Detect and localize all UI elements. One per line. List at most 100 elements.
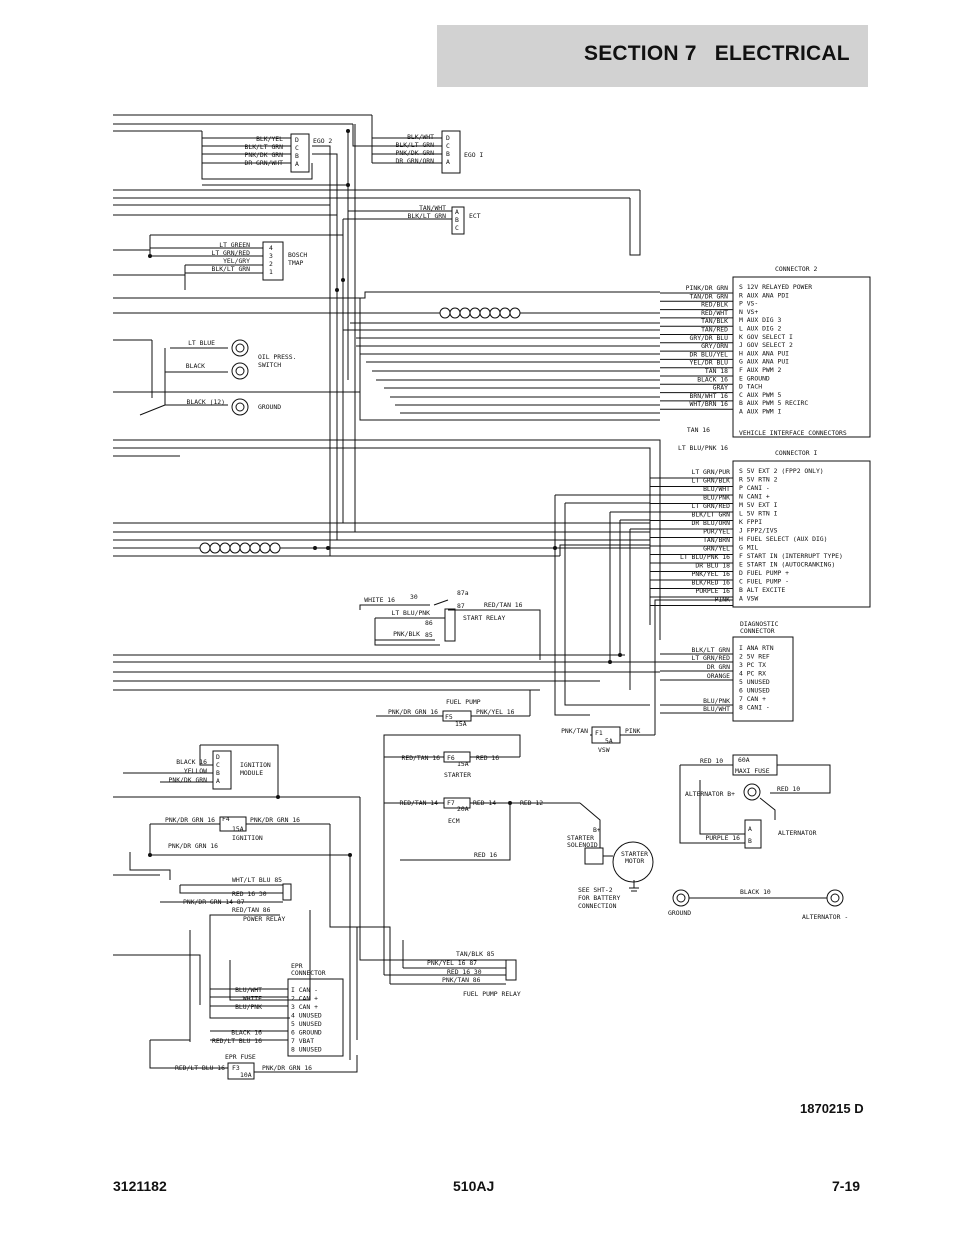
- connector-1-wire-label: DR BLU/ORN: [692, 519, 731, 527]
- harness-coil-lower: [269, 542, 281, 554]
- harness-coil-lower: [219, 542, 231, 554]
- epr-pin: 4 UNUSED: [291, 1012, 322, 1020]
- start-relay: [444, 608, 456, 642]
- ect-pin: B: [455, 216, 459, 224]
- connector-2-wire-label: DR BLU/YEL: [690, 350, 729, 358]
- tmap-wire-label: LT GRN/RED: [212, 249, 251, 257]
- ego1-pin: B: [446, 150, 450, 158]
- connector-1-pin: D FUEL PUMP +: [739, 569, 789, 577]
- ego2-wire-label: BLK/LT GRN: [245, 143, 284, 151]
- wire: [699, 780, 745, 835]
- components: [199, 130, 871, 1080]
- wire: [359, 797, 375, 961]
- connector-2-pin: F AUX PWM 2: [739, 366, 781, 374]
- connector-1-title: CONNECTOR I: [775, 449, 817, 457]
- ecm-fuse-title: ECM: [448, 817, 460, 825]
- ignition-fuse-wire-down: PNK/DR GRN 16: [168, 842, 218, 850]
- tmap-wire-label: LT GREEN: [219, 241, 250, 249]
- wire: [629, 190, 641, 256]
- junction-dot: [276, 795, 280, 799]
- connector-1-wire-label: BLK/LT GRN: [692, 511, 731, 519]
- ignition-module-wire-label: YELLOW: [184, 767, 207, 775]
- footer-page-number: 7-19: [832, 1178, 861, 1194]
- tmap-connector: [262, 241, 284, 281]
- ecm-fuse: [443, 797, 471, 809]
- epr-pin: I CAN -: [291, 986, 318, 994]
- wire: [229, 910, 311, 1001]
- wire: [564, 503, 650, 706]
- connector-1-wire-label: LT GRN/RED: [692, 502, 731, 510]
- starter-solenoid-label: SOLENOID: [567, 841, 598, 849]
- power-relay-label: POWER RELAY: [243, 915, 285, 923]
- oil-black-label: BLACK: [186, 362, 205, 370]
- ignition-module-pin: A: [216, 777, 220, 785]
- connector-2-pin: L AUX DIG 2: [739, 325, 781, 333]
- diagnostic-title: DIAGNOSTIC: [740, 620, 779, 628]
- start-relay-pin: 85: [425, 631, 433, 639]
- epr-fuse-rating: 10A: [240, 1071, 252, 1079]
- ego1-connector: [441, 130, 461, 174]
- epr-pin: 6 GROUND: [291, 1029, 322, 1037]
- epr-fuse-wire-out: PNK/DR GRN 16: [262, 1064, 312, 1072]
- ego2-pin: D: [295, 136, 299, 144]
- connector-1-pin: P CANI -: [739, 484, 770, 492]
- maxi-fuse-label: MAXI FUSE: [735, 767, 770, 775]
- fuel-pump-relay-wire: TAN/BLK 85: [456, 950, 495, 958]
- vsw-fuse-title: VSW: [598, 746, 610, 754]
- ignition-module-pin: D: [216, 753, 220, 761]
- drawing-number: 1870215 D: [800, 1101, 864, 1116]
- fuel-pump-fuse: [442, 710, 472, 722]
- diagnostic-wire-label: BLU/WHT: [703, 705, 730, 713]
- epr-wire-label: WHITE: [243, 995, 262, 1003]
- maxi-fuse-wire-label: RED 10: [700, 757, 723, 765]
- alternator-wire-label: PURPLE 16: [705, 834, 740, 842]
- ground-stud: [672, 889, 690, 907]
- diagnostic-pin: 8 CANI -: [739, 704, 770, 712]
- wire: [579, 802, 601, 848]
- ego2-label: EGO 2: [313, 137, 332, 145]
- connector-2-wire-label: TAN/RED: [701, 326, 728, 334]
- harness-coil-upper: [449, 307, 461, 319]
- ect-connector: [451, 206, 465, 235]
- power-relay: [282, 883, 292, 901]
- wire: [559, 544, 650, 556]
- connector-1-pin: C FUEL PUMP -: [739, 578, 789, 586]
- connector-1-wire-label: LT GRN/BLK: [692, 477, 731, 485]
- ect-pin: C: [455, 224, 459, 232]
- connector-1-wire-label: PUR/YEL: [703, 528, 730, 536]
- fuel-pump-fuse-name: F5: [445, 713, 453, 721]
- connector-2-pin: S 12V RELAYED POWER: [739, 283, 812, 291]
- connector-2-pin: B AUX PWM 5 RECIRC: [739, 399, 808, 407]
- starter-note: FOR BATTERY: [578, 894, 620, 902]
- ignition-module-wire-label: BLACK 16: [176, 758, 207, 766]
- ignition-module-label: MODULE: [240, 769, 263, 777]
- tmap-wire-label: BLK/LT GRN: [212, 265, 251, 273]
- junction-dot: [341, 278, 345, 282]
- ego2-wire-label: BLK/YEL: [256, 135, 283, 143]
- connector-1-pin: J FPP2/IVS: [739, 527, 778, 535]
- start-relay-label: START RELAY: [463, 614, 505, 622]
- connector-2-wire-label: TAN/DR GRN: [690, 292, 729, 300]
- tmap-wire-label: YEL/GRY: [223, 257, 250, 265]
- connector-2-wire-label: BLACK 16: [697, 375, 728, 383]
- junction-dot: [326, 546, 330, 550]
- wire: [113, 447, 651, 625]
- fuel-pump-relay-wire: PNK/TAN 86: [442, 976, 481, 984]
- ego1-label: EGO I: [464, 151, 483, 159]
- ego2-pin: A: [295, 160, 299, 168]
- connector-2-wire-label: YEL/DR BLU: [690, 359, 729, 367]
- oil-press-terminal-inner: [235, 366, 245, 376]
- alternator-neg-label: ALTERNATOR -: [802, 913, 848, 921]
- connector-1-wire-label: BLU/PNK: [703, 494, 730, 502]
- alternator: [744, 819, 762, 849]
- junction-dot: [348, 853, 352, 857]
- connector-1-wire-label: BLK/RED 16: [692, 579, 731, 587]
- connector-1: [732, 460, 871, 608]
- wire: [139, 372, 166, 416]
- connector-1-wire-label: LT GRN/PUR: [692, 468, 731, 476]
- vsw-fuse: [591, 726, 621, 744]
- connector-1-pin: K FPPI: [739, 518, 762, 526]
- wire: [352, 124, 383, 147]
- wire: [654, 599, 733, 735]
